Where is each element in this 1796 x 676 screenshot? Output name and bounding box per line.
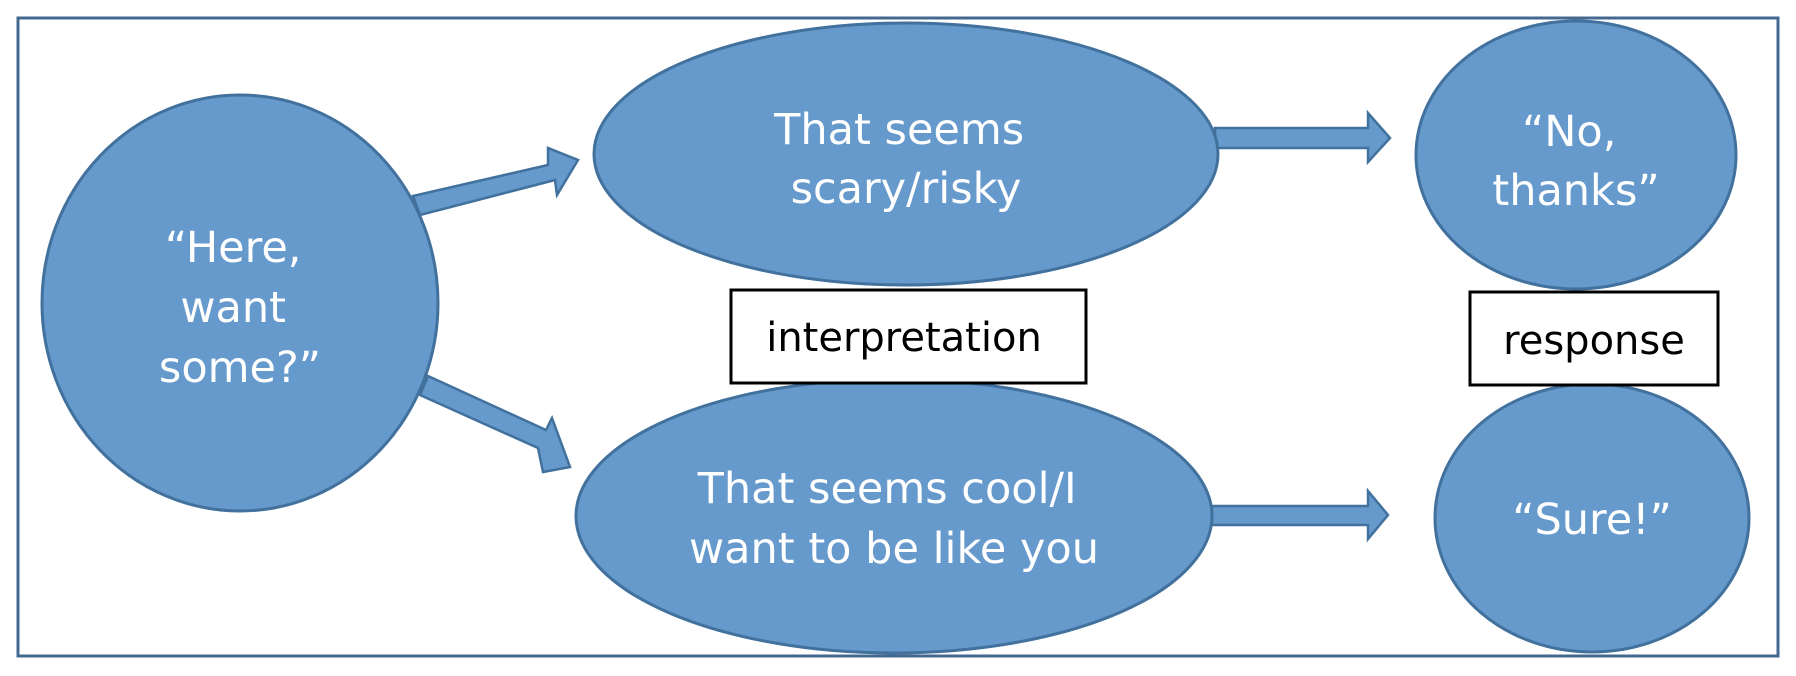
start-node-line-3: some?” [159,343,321,393]
interpretation-label-text: interpretation [766,315,1042,361]
response-no-shape [1414,19,1738,291]
start-node-line-2: want [180,283,286,333]
response-no-line-2: thanks” [1492,166,1659,216]
response-node-no: “No, thanks” [1414,19,1738,291]
interpretation-scary-line-1: That seems [773,105,1024,155]
interpretation-cool-text: That seems cool/I want to be like you [689,464,1099,574]
arrow-cool-to-sure [1210,487,1390,543]
interpretation-label-box [729,288,1088,385]
interpretation-node-cool: That seems cool/I want to be like you [574,377,1214,655]
response-label: response [1468,290,1720,387]
response-label-text: response [1503,318,1685,364]
interpretation-node-scary: That seems scary/risky [592,21,1220,287]
response-label-box [1468,290,1720,387]
response-no-line-1: “No, [1522,107,1616,157]
interpretation-cool-line-1: That seems cool/I [697,464,1077,514]
start-node: “Here, want some?” [40,93,440,513]
start-node-text: “Here, want some?” [159,223,321,393]
start-node-shape [40,93,440,513]
arrow-scary-to-no [1213,109,1392,166]
arrow-start-to-cool [418,374,572,474]
response-sure-line-1: “Sure!” [1512,495,1672,545]
response-node-sure: “Sure!” [1433,382,1751,654]
start-node-line-1: “Here, [165,223,302,273]
arrow-start-to-scary [411,146,580,217]
response-no-text: “No, thanks” [1492,107,1659,216]
interpretation-scary-line-2: scary/risky [791,164,1022,214]
interpretation-scary-text: That seems scary/risky [773,105,1038,214]
interpretation-label: interpretation [729,288,1088,385]
interpretation-cool-line-2: want to be like you [689,524,1099,574]
interpretation-scary-shape [592,21,1220,287]
response-sure-text: “Sure!” [1512,495,1672,545]
interpretation-cool-shape [574,377,1214,655]
